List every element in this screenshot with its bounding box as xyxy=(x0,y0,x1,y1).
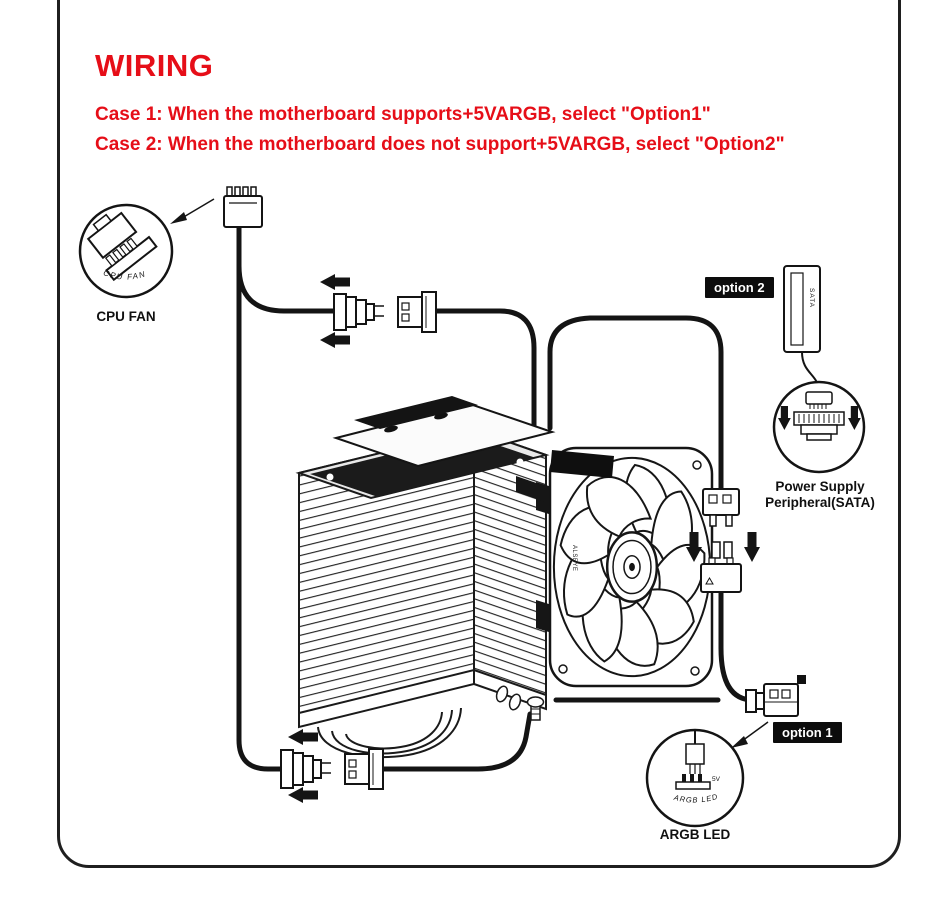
option-1-badge: option 1 xyxy=(773,722,842,743)
sata-text: SATA xyxy=(808,288,815,308)
argb-connector-chain xyxy=(700,488,742,593)
cable-trunk-left xyxy=(236,223,284,772)
heatsink-top-plates: ALSEYE xyxy=(310,396,556,497)
argb-led-callout-arrowhead xyxy=(731,736,748,748)
fan-connector-pair-top xyxy=(333,291,437,333)
cpu-fan-callout-arrowhead xyxy=(170,212,187,224)
argb-chain-arrow-right xyxy=(744,532,760,562)
power-supply-label-line2: Peripheral(SATA) xyxy=(765,495,875,510)
psu-magnifier xyxy=(772,380,866,474)
bottom-pair-arrow-upper xyxy=(288,729,318,745)
argb-led-magnifier: 5V ARGB LED xyxy=(645,728,745,828)
cpu-fan-magnifier: CPU FAN xyxy=(78,203,174,299)
fan-blades xyxy=(548,453,712,683)
sata-connector: SATA xyxy=(783,265,821,393)
svg-text:ARGB LED: ARGB LED xyxy=(672,792,719,805)
thumbscrew xyxy=(526,696,545,721)
argb-led-label: ARGB LED xyxy=(659,827,731,842)
case-1-text: Case 1: When the motherboard supports+5V… xyxy=(95,104,711,125)
brand-text-fan: ALSEYE xyxy=(571,545,577,571)
top-pair-arrow-upper xyxy=(320,274,350,290)
fan-top-clip xyxy=(550,450,614,478)
cable-runs xyxy=(236,223,756,772)
cooler-fan: ALSEYE xyxy=(548,446,714,688)
cpu-fan-connector xyxy=(223,186,263,228)
cable-top-pair-to-cooler xyxy=(431,308,537,431)
fan-connector-pair-bottom xyxy=(280,748,384,790)
power-supply-label-line1: Power Supply xyxy=(775,479,865,494)
cable-branch-top-pair xyxy=(236,263,337,314)
case-2-text: Case 2: When the motherboard does not su… xyxy=(95,134,785,155)
argb-led-magnifier-text: ARGB LED xyxy=(672,792,718,805)
option-1-connector xyxy=(745,675,806,717)
bottom-pair-arrow-lower xyxy=(288,787,318,803)
option-2-badge: option 2 xyxy=(705,277,774,298)
power-supply-label: Power Supply Peripheral(SATA) xyxy=(750,479,890,511)
cable-argb-chain-to-option1 xyxy=(718,589,756,703)
cpu-fan-label: CPU FAN xyxy=(96,309,156,324)
five-v-text: 5V xyxy=(712,776,721,783)
top-pair-arrow-lower xyxy=(320,332,350,348)
page-border xyxy=(57,0,901,868)
callout-arrows xyxy=(170,198,769,748)
cable-cooler-to-argb-chain xyxy=(547,315,724,492)
cpu-cooler-illustration: ALSEYE xyxy=(295,396,714,759)
page-title: WIRING xyxy=(95,48,214,83)
cable-bottom-pair-to-cooler xyxy=(380,711,533,772)
fan-mounting-clips xyxy=(516,476,552,633)
